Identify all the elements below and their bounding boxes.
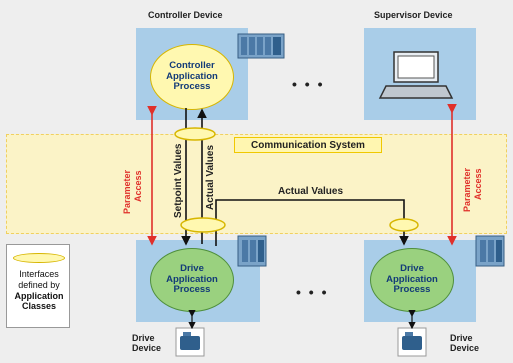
drive-application-process-left: Drive Application Process	[150, 248, 234, 312]
controller-process-label: Controller Application Process	[166, 59, 218, 93]
drive-left-process-label: Drive Application Process	[166, 262, 218, 296]
parameter-access-right-line2: Access	[473, 168, 483, 200]
parameter-access-label-right: Parameter Access	[462, 167, 483, 212]
drive-module-icon-left	[237, 235, 267, 267]
actual-values-label-vertical: Actual Values	[205, 145, 216, 210]
interface-drive-right-oval	[389, 218, 419, 232]
motor-icon-left	[175, 327, 205, 357]
parameter-access-left-line2: Access	[133, 170, 143, 202]
setpoint-values-label: Setpoint Values	[173, 143, 184, 218]
legend-line-1: Interfaces	[19, 269, 59, 279]
more-controllers-ellipsis: • • •	[292, 76, 325, 92]
plc-rack-icon	[237, 33, 285, 59]
interface-drive-left-oval	[180, 217, 226, 233]
communication-system-title: Communication System	[234, 137, 382, 153]
laptop-icon	[378, 51, 454, 99]
legend-interface-swatch	[13, 253, 65, 263]
legend-box: Interfaces defined by Application Classe…	[6, 244, 70, 328]
actual-values-label-horizontal: Actual Values	[278, 186, 343, 197]
legend-line-4: Classes	[21, 301, 57, 312]
drive-device-label-right: Drive Device	[450, 333, 480, 353]
drive-module-icon-right	[475, 235, 505, 267]
more-drives-ellipsis: • • •	[296, 284, 329, 300]
drive-application-process-right: Drive Application Process	[370, 248, 454, 312]
controller-device-title: Controller Device	[148, 10, 223, 20]
legend-text: Interfaces defined by Application Classe…	[7, 269, 71, 312]
parameter-access-left-line1: Parameter	[122, 169, 132, 214]
legend-line-3: Application	[14, 290, 64, 301]
drive-right-process-label: Drive Application Process	[386, 262, 438, 296]
interface-controller-oval	[174, 127, 216, 141]
parameter-access-label-left: Parameter Access	[122, 169, 143, 214]
parameter-access-right-line1: Parameter	[462, 167, 472, 212]
drive-device-label-left: Drive Device	[132, 333, 162, 353]
motor-icon-right	[397, 327, 427, 357]
controller-application-process: Controller Application Process	[150, 44, 234, 110]
legend-line-2: defined by	[18, 279, 60, 290]
supervisor-device-title: Supervisor Device	[374, 10, 453, 20]
